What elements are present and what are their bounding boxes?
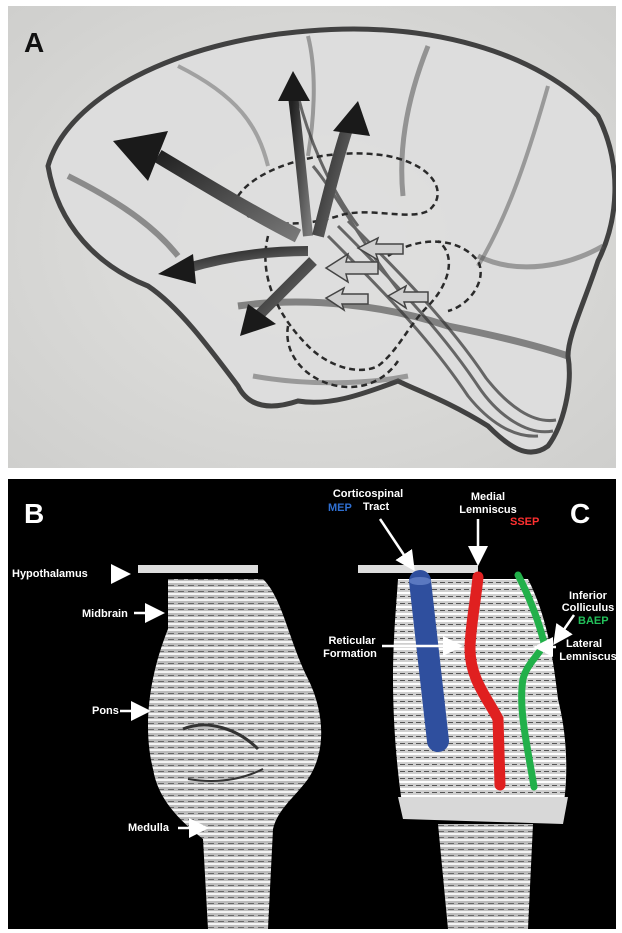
label-lemniscus: Lemniscus bbox=[459, 504, 516, 516]
arrow-corticospinal bbox=[380, 519, 412, 567]
panel-bc-brainstem-renders: Hypothalamus Midbrain Pons Medulla Corti… bbox=[8, 479, 616, 929]
label-lateral: Lateral bbox=[566, 638, 602, 650]
label-baep: BAEP bbox=[578, 615, 609, 627]
label-formation: Formation bbox=[323, 648, 377, 660]
label-inferior: Inferior bbox=[569, 590, 608, 602]
label-corticospinal: Corticospinal bbox=[333, 488, 403, 500]
brainstem-render-b bbox=[138, 565, 321, 929]
brain-drawing: A bbox=[8, 6, 616, 468]
label-lateral-lemniscus: Lemniscus bbox=[559, 651, 616, 663]
label-colliculus: Colliculus bbox=[562, 602, 615, 614]
panel-b-letter: B bbox=[24, 498, 44, 529]
brainstem-drawing: Hypothalamus Midbrain Pons Medulla Corti… bbox=[8, 479, 616, 929]
label-mep: MEP bbox=[328, 502, 352, 514]
panel-a-brain-illustration: A bbox=[8, 6, 616, 468]
panel-a-letter: A bbox=[24, 27, 44, 58]
label-midbrain: Midbrain bbox=[82, 608, 128, 620]
label-medial: Medial bbox=[471, 491, 505, 503]
panel-c-letter: C bbox=[570, 498, 590, 529]
label-ssep: SSEP bbox=[510, 516, 539, 528]
label-pons: Pons bbox=[92, 705, 119, 717]
label-tract: Tract bbox=[363, 501, 390, 513]
label-medulla: Medulla bbox=[128, 822, 170, 834]
label-hypothalamus: Hypothalamus bbox=[12, 568, 88, 580]
label-reticular: Reticular bbox=[328, 635, 376, 647]
